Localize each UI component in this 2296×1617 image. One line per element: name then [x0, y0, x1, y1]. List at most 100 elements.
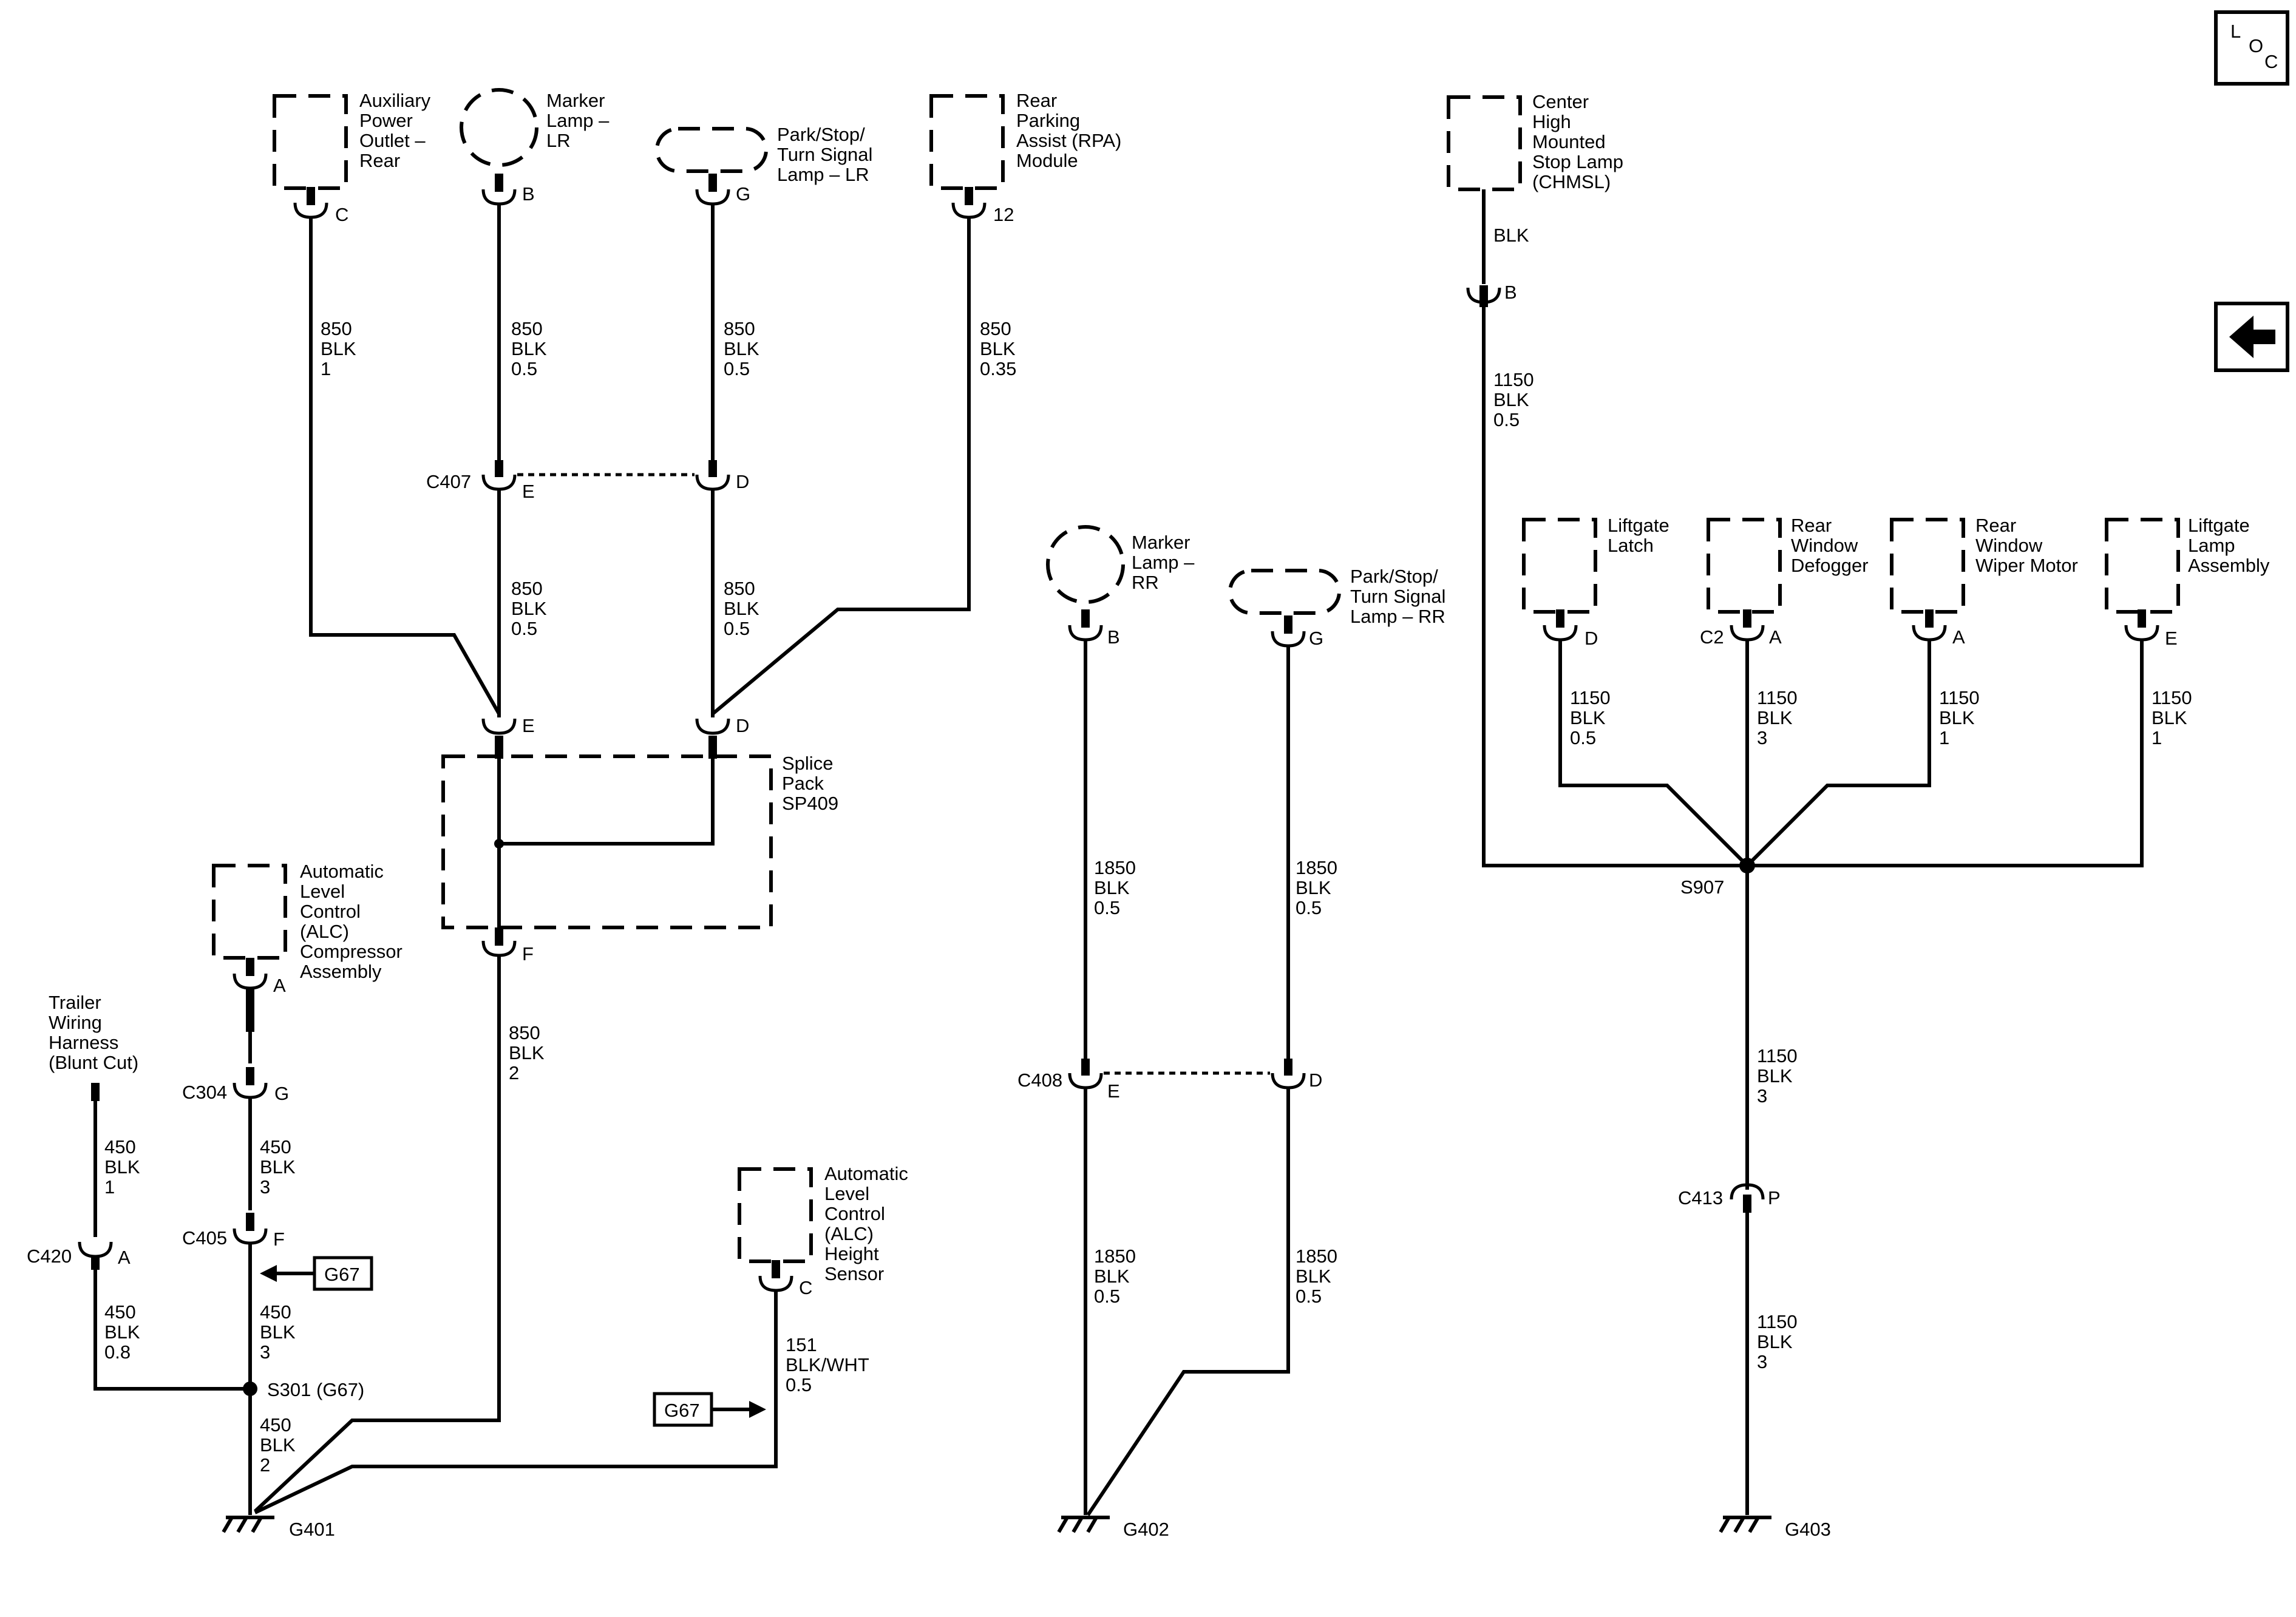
defog-pin-a: A — [1769, 626, 1782, 648]
c405-pin — [234, 1213, 266, 1243]
alc-sensor-label-4: (ALC) — [824, 1223, 874, 1244]
w12-l2: BLK — [2152, 707, 2187, 728]
w14-l1: 1150 — [1757, 1311, 1798, 1332]
latch-label-1: Liftgate — [1608, 515, 1669, 536]
chmsl-label-2: High — [1532, 111, 1571, 132]
rpa-label-1: Rear — [1016, 90, 1057, 111]
splice-label-2: Pack — [782, 773, 824, 794]
park-lr-label-3: Lamp – LR — [777, 164, 869, 185]
ground-g402-icon — [1059, 1517, 1110, 1532]
w6-l2: BLK — [724, 598, 759, 619]
loc-letter-l: L — [2230, 21, 2241, 42]
w6-l1: 850 — [724, 578, 755, 599]
park-rr-label-1: Park/Stop/ — [1350, 566, 1438, 587]
chmsl-label-4: Stop Lamp — [1532, 151, 1623, 172]
marker-lr-pin-b: B — [522, 183, 535, 205]
wiper-label-3: Wiper Motor — [1975, 555, 2078, 576]
w2-l1: 850 — [511, 318, 543, 339]
w21-l1: 450 — [104, 1301, 136, 1323]
w9-l2: BLK — [1570, 707, 1606, 728]
lamp-label-1: Liftgate — [2188, 515, 2250, 536]
c405-name: C405 — [182, 1227, 227, 1249]
wiper-motor-box — [1890, 518, 1965, 614]
wiper-pin-a: A — [1952, 626, 1965, 648]
loc-box[interactable]: L O C — [2214, 10, 2289, 86]
marker-rr-pin — [1070, 609, 1101, 640]
wire-aux-outlet — [309, 217, 501, 715]
trailer-label-4: (Blunt Cut) — [49, 1052, 138, 1073]
latch-label-2: Latch — [1608, 535, 1654, 556]
alc-sensor-label-2: Level — [824, 1183, 869, 1204]
liftgate-lamp-box — [2105, 518, 2180, 614]
trailer-end — [91, 1083, 100, 1101]
c420-name: C420 — [27, 1246, 72, 1267]
marker-rr-label-3: RR — [1132, 572, 1159, 593]
w16-l1: 1850 — [1296, 857, 1337, 878]
w19-l3: 1 — [104, 1176, 115, 1198]
alc-sensor-label-1: Automatic — [824, 1163, 908, 1184]
w1-l1: 850 — [321, 318, 352, 339]
latch-pin — [1544, 609, 1576, 640]
g402-label: G402 — [1123, 1519, 1169, 1540]
defog-pin — [1731, 609, 1763, 640]
marker-lr-pin — [483, 174, 515, 204]
c408-name: C408 — [1017, 1070, 1062, 1091]
splice-label-3: SP409 — [782, 793, 838, 814]
alc-comp-label-1: Automatic — [300, 861, 384, 882]
w8-l1: 1150 — [1493, 369, 1534, 390]
alc-comp-pin — [234, 958, 266, 988]
wire-latch — [1558, 640, 1749, 867]
back-arrow-button[interactable] — [2214, 302, 2289, 372]
alc-sensor-pin-c: C — [799, 1277, 812, 1298]
alc-comp-label-6: Assembly — [300, 961, 382, 982]
chmsl-pin-b: B — [1504, 282, 1517, 303]
g67-ref-b[interactable]: G67 — [653, 1392, 766, 1427]
w15-l3: 0.5 — [1094, 897, 1120, 918]
w8-l2: BLK — [1493, 389, 1529, 410]
w7-l1: 850 — [509, 1022, 540, 1043]
w17-l1: 1850 — [1094, 1246, 1136, 1267]
aux-outlet-label-4: Rear — [359, 150, 400, 171]
c420-bar — [91, 1256, 100, 1270]
marker-rr-label-1: Marker — [1132, 532, 1190, 553]
w21-l2: BLK — [104, 1321, 140, 1343]
g401-label: G401 — [289, 1519, 335, 1540]
latch-pin-d: D — [1584, 628, 1598, 649]
aux-outlet-label-1: Auxiliary — [359, 90, 431, 111]
w10-l2: BLK — [1757, 707, 1793, 728]
alc-sensor-pin — [760, 1260, 792, 1290]
w20-l2: BLK — [260, 1156, 296, 1178]
chmsl-label-1: Center — [1532, 91, 1589, 112]
wire-wiper — [1745, 640, 1931, 867]
wiper-label-2: Window — [1975, 535, 2043, 556]
defog-label-3: Defogger — [1791, 555, 1869, 576]
marker-lamp-rr-circle — [1046, 525, 1125, 604]
aux-outlet-pin — [295, 187, 327, 217]
w2-l3: 0.5 — [511, 358, 537, 379]
w24-l1: 151 — [786, 1334, 817, 1355]
connector-c408 — [1068, 1059, 1306, 1090]
c408-pin-d: D — [1309, 1070, 1322, 1091]
w3-l2: BLK — [724, 338, 759, 359]
w19-l1: 450 — [104, 1136, 136, 1158]
g67-ref-a-label: G67 — [324, 1264, 360, 1285]
g67-ref-b-label: G67 — [664, 1400, 700, 1421]
w7-l3: 2 — [509, 1062, 519, 1083]
marker-lamp-lr-circle — [460, 88, 538, 167]
c407-name: C407 — [426, 471, 471, 492]
wiper-pin — [1914, 609, 1945, 640]
wire-liftgate-lamp — [1747, 640, 2144, 867]
w6-l3: 0.5 — [724, 618, 750, 639]
w16-l2: BLK — [1296, 877, 1331, 898]
c420-pin-a: A — [118, 1247, 131, 1268]
alc-lead — [246, 989, 254, 1032]
alc-sensor-box — [738, 1167, 813, 1263]
splice-label-1: Splice — [782, 753, 833, 774]
g67-ref-a[interactable]: G67 — [260, 1256, 373, 1291]
aux-outlet-label-3: Outlet – — [359, 130, 426, 151]
w16-l3: 0.5 — [1296, 897, 1322, 918]
w3-l3: 0.5 — [724, 358, 750, 379]
park-lr-pin-g: G — [736, 183, 750, 205]
wire-c408-d — [1086, 1089, 1290, 1516]
